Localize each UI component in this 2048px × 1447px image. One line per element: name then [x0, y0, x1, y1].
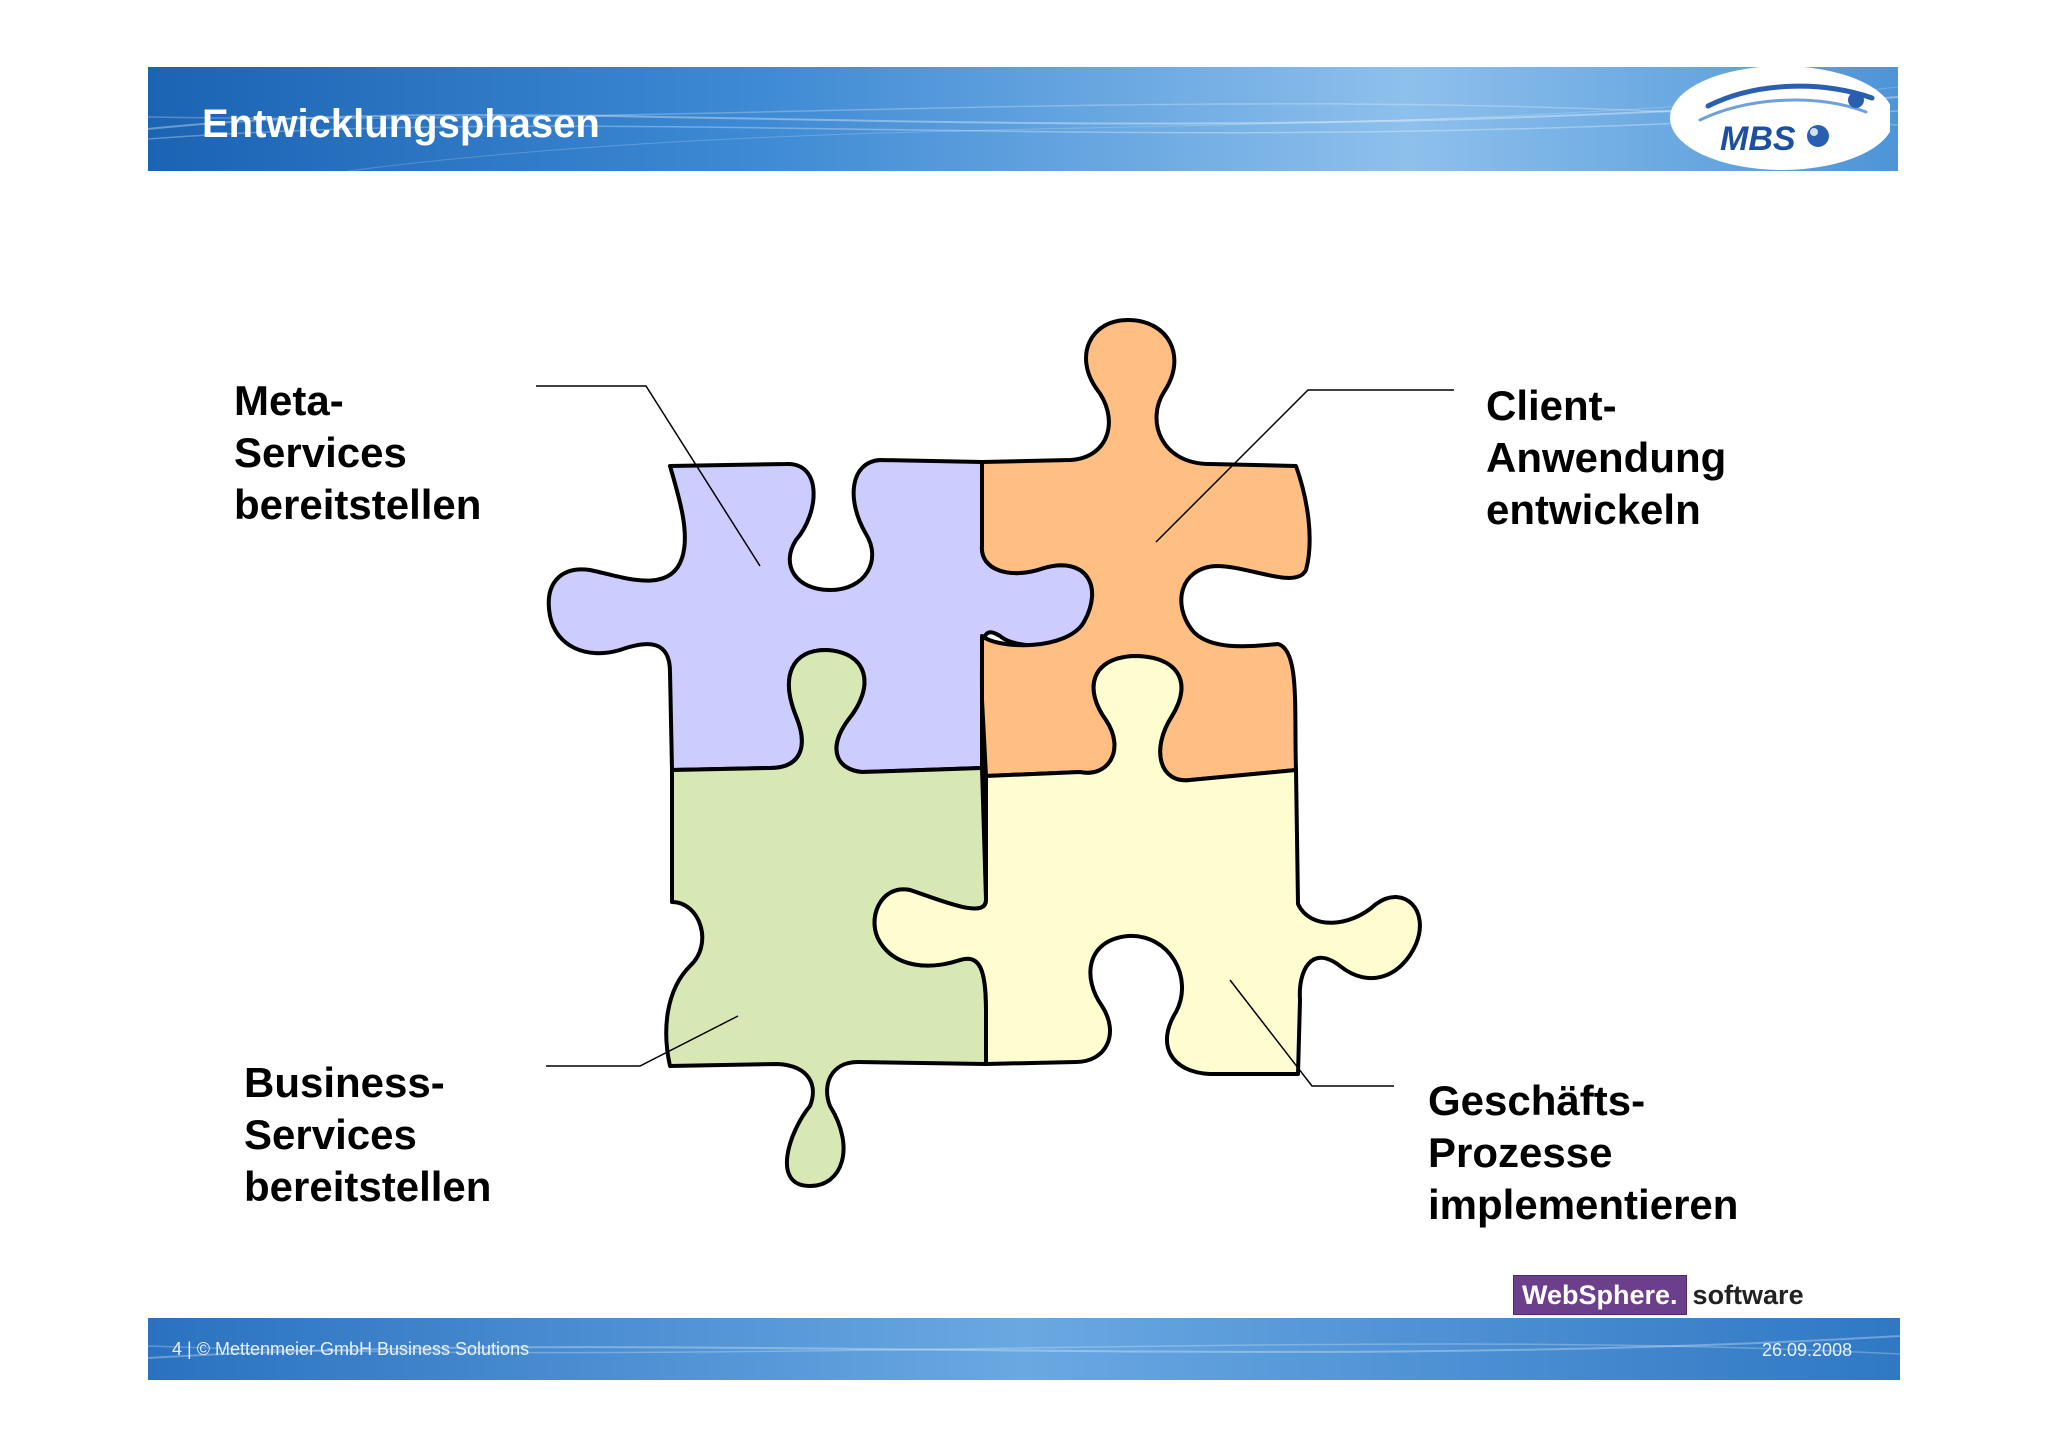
- label-line: Meta-: [234, 377, 344, 424]
- label-line: Business-: [244, 1059, 445, 1106]
- leader-line-process: [1229, 979, 1394, 1087]
- label-line: Services: [244, 1111, 417, 1158]
- label-line: bereitstellen: [234, 481, 482, 528]
- header-swoosh: [148, 86, 1898, 171]
- leader-line-business: [546, 1015, 739, 1067]
- puzzle-piece-process: [872, 654, 1422, 1076]
- label-line: Anwendung: [1486, 434, 1727, 481]
- footer-date: 26.09.2008: [1762, 1340, 1853, 1360]
- leader-line-client: [1155, 389, 1454, 543]
- label-line: Client-: [1486, 382, 1617, 429]
- footer-band: [148, 1318, 1900, 1380]
- label-line: Prozesse: [1428, 1129, 1613, 1176]
- label-business-services: Business- Services bereitstellen: [244, 1057, 491, 1213]
- header-band: [148, 67, 1898, 171]
- websphere-logo: WebSphere. software: [1513, 1275, 1804, 1315]
- websphere-label: WebSphere.: [1513, 1275, 1687, 1315]
- footer-swoosh: [148, 1335, 1900, 1359]
- label-line: Geschäfts-: [1428, 1077, 1646, 1124]
- label-client-anwendung: Client- Anwendung entwickeln: [1486, 380, 1726, 536]
- footer-copyright: 4 | © Mettenmeier GmbH Business Solution…: [172, 1339, 530, 1359]
- leader-line-meta: [536, 385, 761, 567]
- logo-text: MBS: [1720, 120, 1796, 158]
- mbs-logo: MBS: [1670, 66, 1890, 170]
- label-line: bereitstellen: [244, 1163, 492, 1210]
- puzzle-piece-client: [979, 318, 1312, 783]
- label-line: entwickeln: [1486, 486, 1701, 533]
- label-line: Services: [234, 429, 407, 476]
- label-meta-services: Meta- Services bereitstellen: [234, 375, 481, 531]
- software-label: software: [1692, 1280, 1804, 1310]
- page-title: Entwicklungsphasen: [202, 102, 600, 146]
- label-geschaefts-prozesse: Geschäfts- Prozesse implementieren: [1428, 1075, 1738, 1231]
- label-line: implementieren: [1428, 1181, 1739, 1228]
